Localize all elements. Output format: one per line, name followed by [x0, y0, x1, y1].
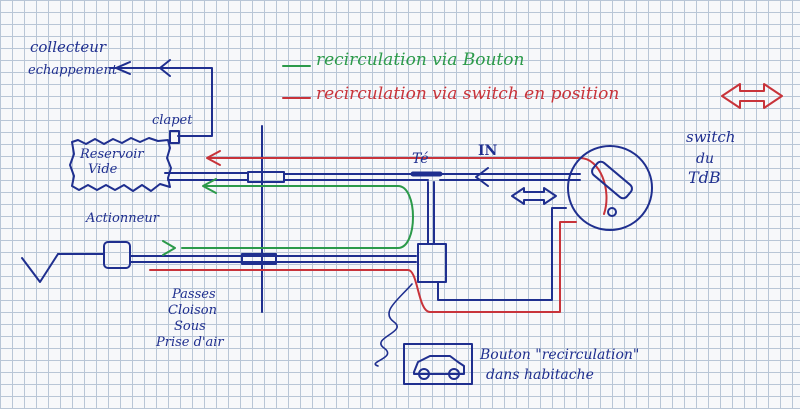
- collector-arrow: [115, 61, 131, 75]
- button-valve: [417, 243, 447, 283]
- reservoir-tank: [69, 137, 172, 192]
- button-wire: [374, 283, 413, 367]
- green-arrow-upper: [202, 178, 217, 194]
- actuator-line: [129, 255, 417, 263]
- label-vide: Vide: [88, 162, 118, 177]
- main-vacuum-line: [164, 172, 249, 181]
- bulkhead-pass-upper: [247, 171, 285, 183]
- label-cloison: Cloison: [168, 303, 217, 318]
- legend-green-text: recirculation via Bouton: [316, 50, 525, 70]
- label-habitacle: dans habitache: [486, 367, 594, 383]
- line-to-switch-low: [437, 207, 567, 301]
- label-in: IN: [478, 143, 498, 159]
- label-bouton: Bouton "recirculation": [480, 347, 640, 363]
- red-arrow-upper: [206, 150, 221, 166]
- bulkhead-pass-lower: [241, 253, 277, 265]
- label-switch: switch: [686, 128, 736, 146]
- actuator-lever: [21, 253, 59, 283]
- line-to-te: [283, 173, 429, 181]
- label-actionneur: Actionneur: [86, 211, 159, 226]
- label-sous: Sous: [174, 319, 206, 334]
- label-passes: Passes: [172, 287, 216, 302]
- in-arrow: [475, 167, 489, 187]
- label-tdb: TdB: [688, 168, 721, 187]
- line-to-switch: [439, 173, 581, 181]
- green-arrow-lower: [162, 240, 176, 256]
- label-echappement: echappement: [28, 63, 118, 78]
- label-collecteur: collecteur: [30, 38, 107, 56]
- switch-position-arrow: [511, 187, 557, 205]
- actuator-body: [103, 241, 131, 269]
- cabin-button: [403, 343, 473, 385]
- clapet-valve: [169, 130, 180, 144]
- dashboard-switch: [567, 145, 653, 231]
- legend-red-text: recirculation via switch en position: [316, 84, 620, 104]
- label-prise-air: Prise d'air: [156, 335, 224, 350]
- red-line-lower: [149, 221, 577, 313]
- switch-mark: [607, 207, 617, 217]
- exhaust-arrow: [159, 59, 171, 77]
- label-te: Té: [412, 151, 429, 167]
- switch-knob: [591, 160, 633, 200]
- car-icon: [413, 355, 465, 380]
- label-du: du: [696, 151, 714, 167]
- label-clapet: clapet: [152, 113, 193, 128]
- green-loop: [181, 185, 414, 249]
- double-arrow-icon: [721, 83, 783, 109]
- label-reservoir: Reservoir: [80, 147, 144, 162]
